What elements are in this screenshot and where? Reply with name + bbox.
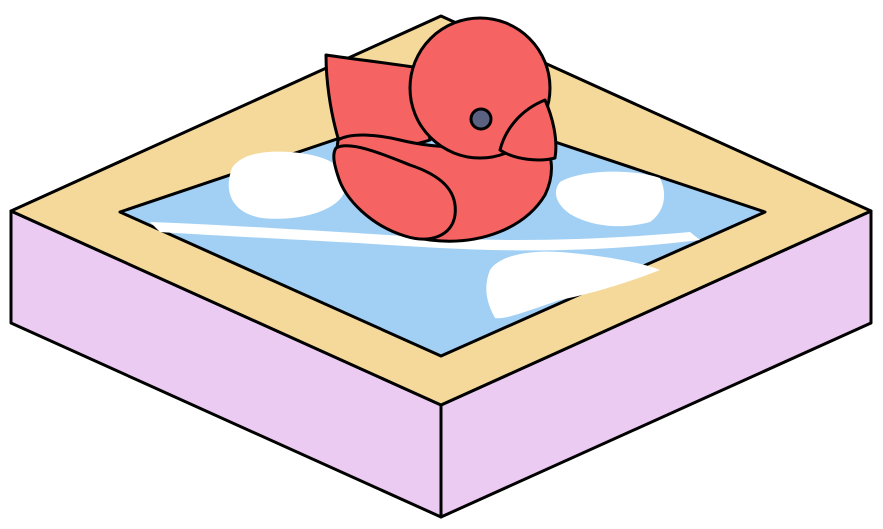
water-highlight	[150, 222, 700, 251]
duck-eye	[469, 107, 493, 131]
duck-wing	[332, 144, 457, 241]
water-highlight	[228, 151, 346, 219]
water-highlight	[555, 171, 665, 227]
water-highlight	[486, 251, 660, 319]
rubber-duck	[324, 16, 558, 243]
duck-beak	[498, 98, 558, 162]
